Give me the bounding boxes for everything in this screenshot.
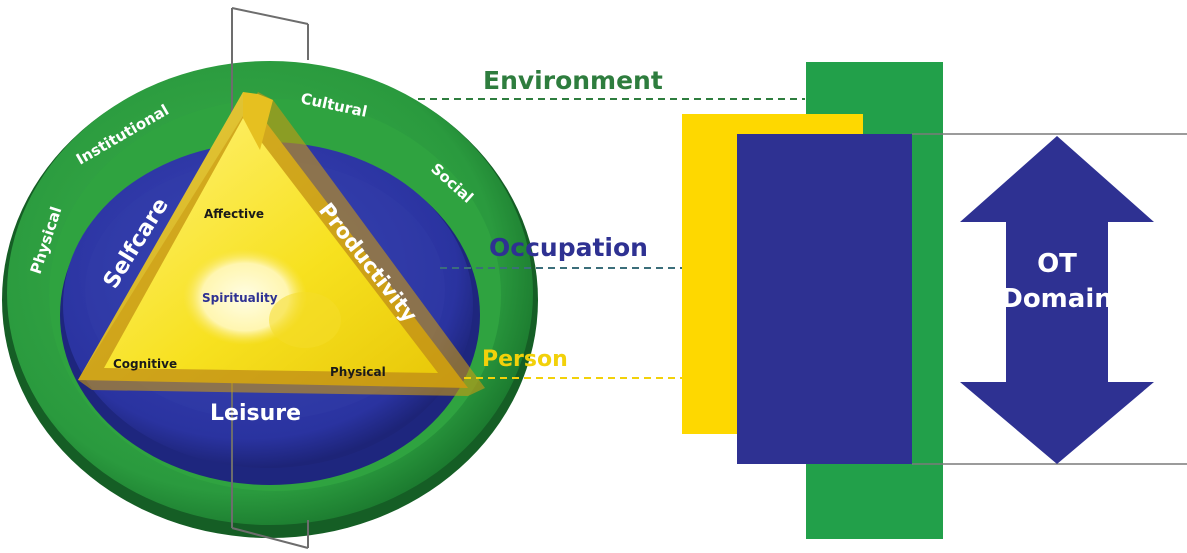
core-spirituality: Spirituality [202, 291, 278, 305]
person-item-cognitive: Cognitive [113, 357, 177, 371]
leader-lines [418, 98, 805, 379]
label-person: Person [482, 347, 568, 372]
person-triangle [78, 92, 485, 396]
person-item-physical: Physical [330, 365, 386, 379]
label-occupation: Occupation [489, 233, 648, 262]
domain-bounds [912, 133, 1187, 465]
ot-domain-line1: OT [1037, 249, 1077, 279]
ot-domain-line2: Domain [1001, 284, 1113, 314]
label-environment: Environment [483, 66, 663, 95]
bar-occupation [737, 134, 912, 464]
cross-section-bars [682, 62, 943, 539]
person-item-affective: Affective [204, 207, 264, 221]
occupation-item-leisure: Leisure [210, 401, 301, 426]
ot-domain-arrow: OT Domain [960, 136, 1154, 464]
